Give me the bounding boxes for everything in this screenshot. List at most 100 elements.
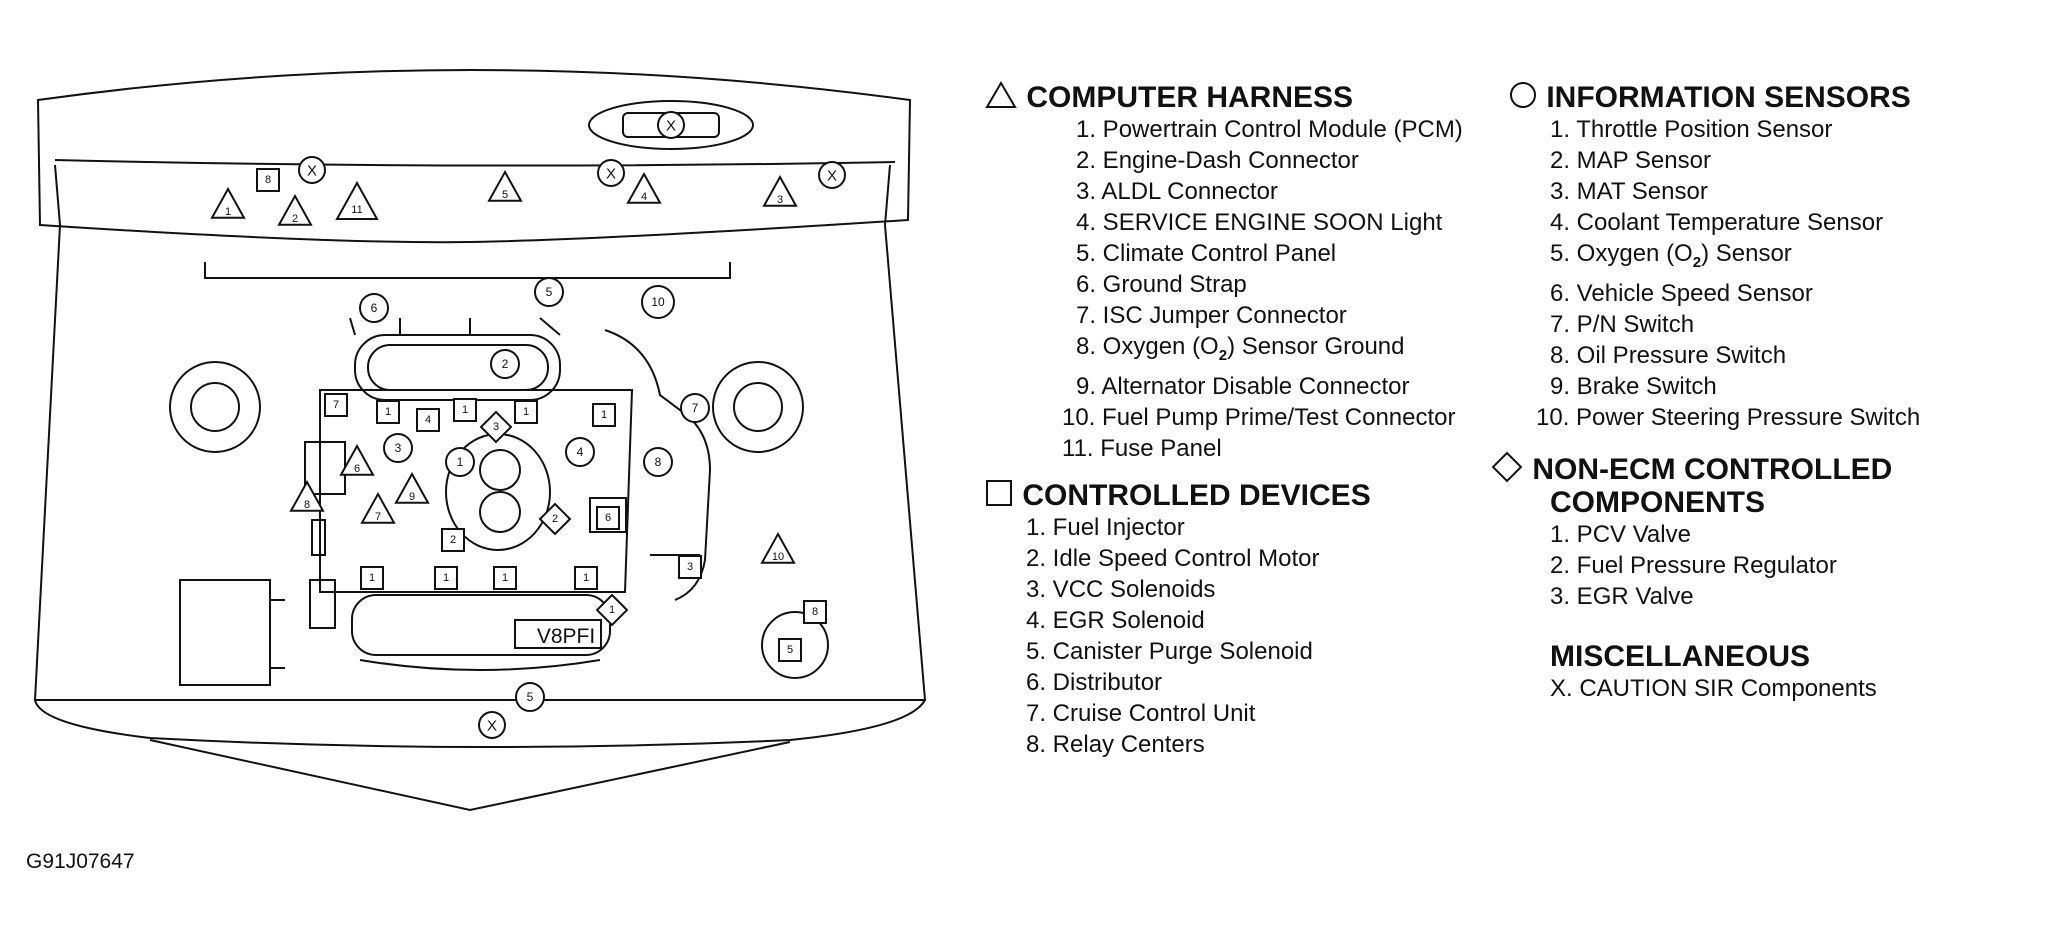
circle-marker: 5: [534, 277, 564, 307]
square-marker: 5: [778, 638, 802, 662]
marker-label: 1: [457, 455, 464, 469]
square-marker: 8: [256, 168, 280, 192]
list-item: 8. Relay Centers: [1026, 731, 1205, 758]
marker-label: 1: [601, 409, 607, 421]
list-item: 5. Oxygen (O2) Sensor: [1550, 240, 1792, 271]
marker-label: 8: [265, 174, 271, 186]
marker-label: 3: [777, 194, 783, 206]
sir-x-marker: X: [597, 159, 625, 187]
square-marker: 4: [416, 408, 440, 432]
list-item: 4. SERVICE ENGINE SOON Light: [1076, 209, 1443, 236]
non-ecm-title-line2: COMPONENTS: [1550, 486, 1766, 519]
marker-label: 7: [333, 399, 339, 411]
list-item: 1. Fuel Injector: [1026, 514, 1185, 541]
marker-label: 5: [527, 690, 534, 704]
list-item: 6. Vehicle Speed Sensor: [1550, 279, 1813, 307]
square-marker: 1: [376, 400, 400, 424]
marker-label: 5: [787, 644, 793, 656]
square-marker: 3: [678, 555, 702, 579]
circle-marker: 7: [680, 393, 710, 423]
marker-label: 8: [655, 455, 662, 469]
marker-label: 10: [651, 295, 665, 309]
legend-information-sensors: INFORMATION SENSORS 1. Throttle Position…: [1508, 80, 1920, 433]
list-item: 2. MAP Sensor: [1550, 147, 1711, 174]
marker-label: 2: [450, 534, 456, 546]
triangle-marker: 4: [626, 171, 662, 204]
circle-marker: 10: [641, 285, 675, 319]
circle-marker: 2: [490, 349, 520, 379]
marker-label: 1: [443, 572, 449, 584]
list-item: 4. EGR Solenoid: [1026, 607, 1205, 634]
circle-marker: 1: [445, 447, 475, 477]
circle-marker: 4: [565, 437, 595, 467]
marker-label: 1: [225, 206, 231, 218]
square-marker: 1: [434, 566, 458, 590]
triangle-marker: 11: [335, 180, 379, 220]
list-item: 11. Fuse Panel: [1062, 434, 1222, 462]
marker-label: 4: [425, 414, 431, 426]
circle-marker: 6: [359, 293, 389, 323]
triangle-marker: 6: [339, 443, 375, 476]
list-item: 10. Power Steering Pressure Switch: [1536, 403, 1921, 431]
triangle-marker: 8: [289, 479, 325, 512]
list-item: 7. ISC Jumper Connector: [1076, 302, 1347, 329]
miscellaneous-title: MISCELLANEOUS: [1550, 640, 1811, 673]
list-item: 1. Throttle Position Sensor: [1550, 116, 1833, 143]
marker-label: 1: [583, 572, 589, 584]
marker-label: 10: [772, 551, 784, 563]
computer-harness-list: 1. Powertrain Control Module (PCM) 2. En…: [984, 114, 1463, 464]
square-marker: 7: [324, 393, 348, 417]
list-item: 6. Ground Strap: [1076, 271, 1247, 298]
list-item: 10. Fuel Pump Prime/Test Connector: [1062, 403, 1456, 431]
square-marker: 1: [514, 400, 538, 424]
marker-label: X: [487, 718, 497, 735]
triangle-marker: 1: [210, 186, 246, 219]
square-marker: 8: [803, 600, 827, 624]
list-item: 7. Cruise Control Unit: [1026, 700, 1256, 727]
circle-marker: 8: [643, 447, 673, 477]
marker-label: 6: [605, 512, 611, 524]
list-item: 5. Climate Control Panel: [1076, 240, 1337, 267]
marker-label: 6: [371, 301, 378, 315]
circle-marker: 3: [383, 433, 413, 463]
marker-label: 2: [502, 357, 509, 371]
marker-label: X: [666, 118, 676, 135]
compartment-outline: [33, 69, 927, 812]
marker-label: 1: [462, 404, 468, 416]
list-item: 3. EGR Valve: [1550, 583, 1694, 610]
sir-x-marker: X: [478, 711, 506, 739]
triangle-marker: 10: [760, 531, 796, 564]
square-marker: 2: [441, 528, 465, 552]
square-marker: 1: [493, 566, 517, 590]
circle-icon: [1510, 82, 1536, 108]
marker-label: 2: [292, 213, 298, 225]
marker-label: 1: [609, 604, 615, 616]
marker-label: 7: [692, 401, 699, 415]
list-item: 9. Brake Switch: [1550, 372, 1717, 400]
triangle-marker: 2: [277, 193, 313, 226]
diamond-icon: [1491, 451, 1523, 483]
list-item: 3. MAT Sensor: [1550, 178, 1708, 205]
marker-label: 2: [552, 513, 558, 525]
marker-label: 3: [687, 561, 693, 573]
list-item: 7. P/N Switch: [1550, 310, 1695, 338]
list-item: 1. Powertrain Control Module (PCM): [1076, 116, 1463, 143]
marker-label: 4: [641, 191, 647, 203]
legend-title-row: COMPUTER HARNESS: [984, 80, 1463, 114]
sir-x-marker: X: [298, 156, 326, 184]
list-item: 2. Idle Speed Control Motor: [1026, 545, 1320, 572]
non-ecm-title-line1: NON-ECM CONTROLLED: [1532, 453, 1893, 486]
information-sensors-list: 1. Throttle Position Sensor 2. MAP Senso…: [1508, 114, 1920, 433]
marker-label: 5: [502, 189, 508, 201]
list-item: 2. Engine-Dash Connector: [1076, 147, 1359, 174]
triangle-marker: 3: [762, 174, 798, 207]
marker-label: 6: [354, 463, 360, 475]
square-icon: [986, 480, 1012, 506]
list-item: 4. Coolant Temperature Sensor: [1550, 209, 1884, 236]
legend-title-row: CONTROLLED DEVICES: [984, 478, 1371, 512]
list-item: 8. Oxygen (O2) Sensor Ground: [1076, 333, 1405, 364]
circle-marker: 5: [515, 682, 545, 712]
non-ecm-list: 1. PCV Valve 2. Fuel Pressure Regulator …: [1490, 519, 1892, 612]
